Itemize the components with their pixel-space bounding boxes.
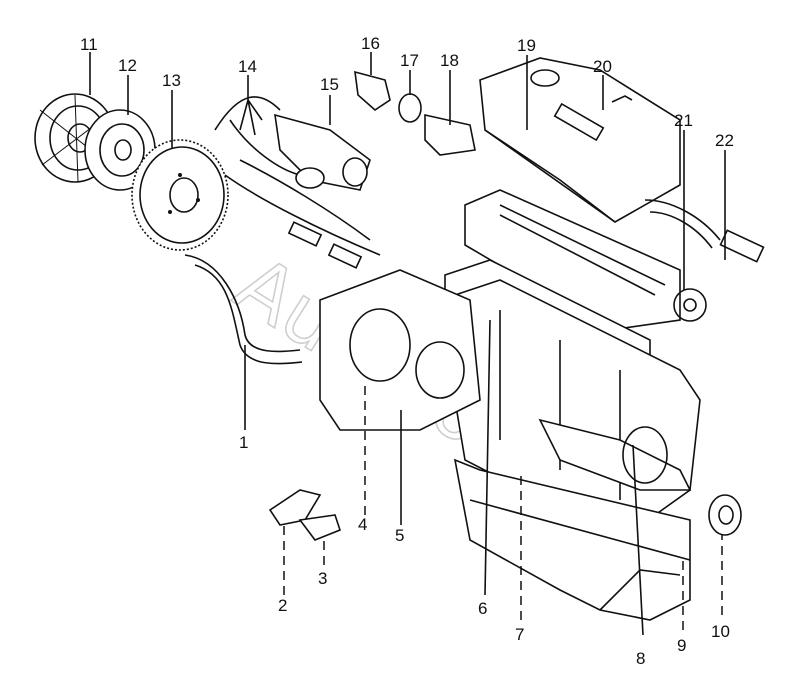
- crankshaft: [538, 418, 692, 491]
- leader-lines: [89, 52, 726, 636]
- callout-17: 17: [400, 51, 419, 70]
- callout-10: 10: [711, 622, 730, 641]
- callout-11: 11: [80, 35, 98, 54]
- callout-2: 2: [278, 596, 287, 615]
- callout-22: 22: [715, 131, 734, 150]
- timing-cover: [319, 269, 481, 431]
- cylinder-head: [464, 189, 707, 331]
- water-outlet: [424, 114, 476, 156]
- small-bracket-3: [298, 514, 341, 541]
- thermostat-housing: [354, 70, 391, 112]
- crank-pulley: [708, 494, 742, 536]
- callout-labels: 1 2 3 4 5 6 7 8 9 10 11 12 13 14 15 16 1…: [80, 34, 734, 668]
- callout-8: 8: [636, 649, 645, 668]
- distributor-assembly: [274, 113, 371, 191]
- oil-pan: [453, 458, 691, 621]
- callout-3: 3: [318, 569, 327, 588]
- callout-20: 20: [593, 57, 612, 76]
- callout-16: 16: [361, 34, 380, 53]
- callout-18: 18: [440, 51, 459, 70]
- callout-1: 1: [239, 433, 248, 452]
- callout-5: 5: [395, 526, 404, 545]
- callout-4: 4: [358, 515, 367, 534]
- water-hose: [184, 254, 303, 365]
- callout-21: 21: [674, 111, 693, 130]
- callout-13: 13: [162, 71, 181, 90]
- small-bracket-2: [268, 489, 322, 526]
- valve-cover: [479, 57, 681, 223]
- callout-6: 6: [478, 599, 487, 618]
- flywheel: [131, 139, 229, 251]
- callout-9: 9: [677, 636, 686, 655]
- callout-7: 7: [515, 625, 524, 644]
- callout-19: 19: [517, 36, 536, 55]
- callout-14: 14: [238, 57, 257, 76]
- callout-12: 12: [118, 56, 137, 75]
- breather-tube: [644, 199, 765, 263]
- hose-lines: [214, 96, 381, 269]
- thermostat: [398, 93, 422, 123]
- callout-15: 15: [320, 75, 339, 94]
